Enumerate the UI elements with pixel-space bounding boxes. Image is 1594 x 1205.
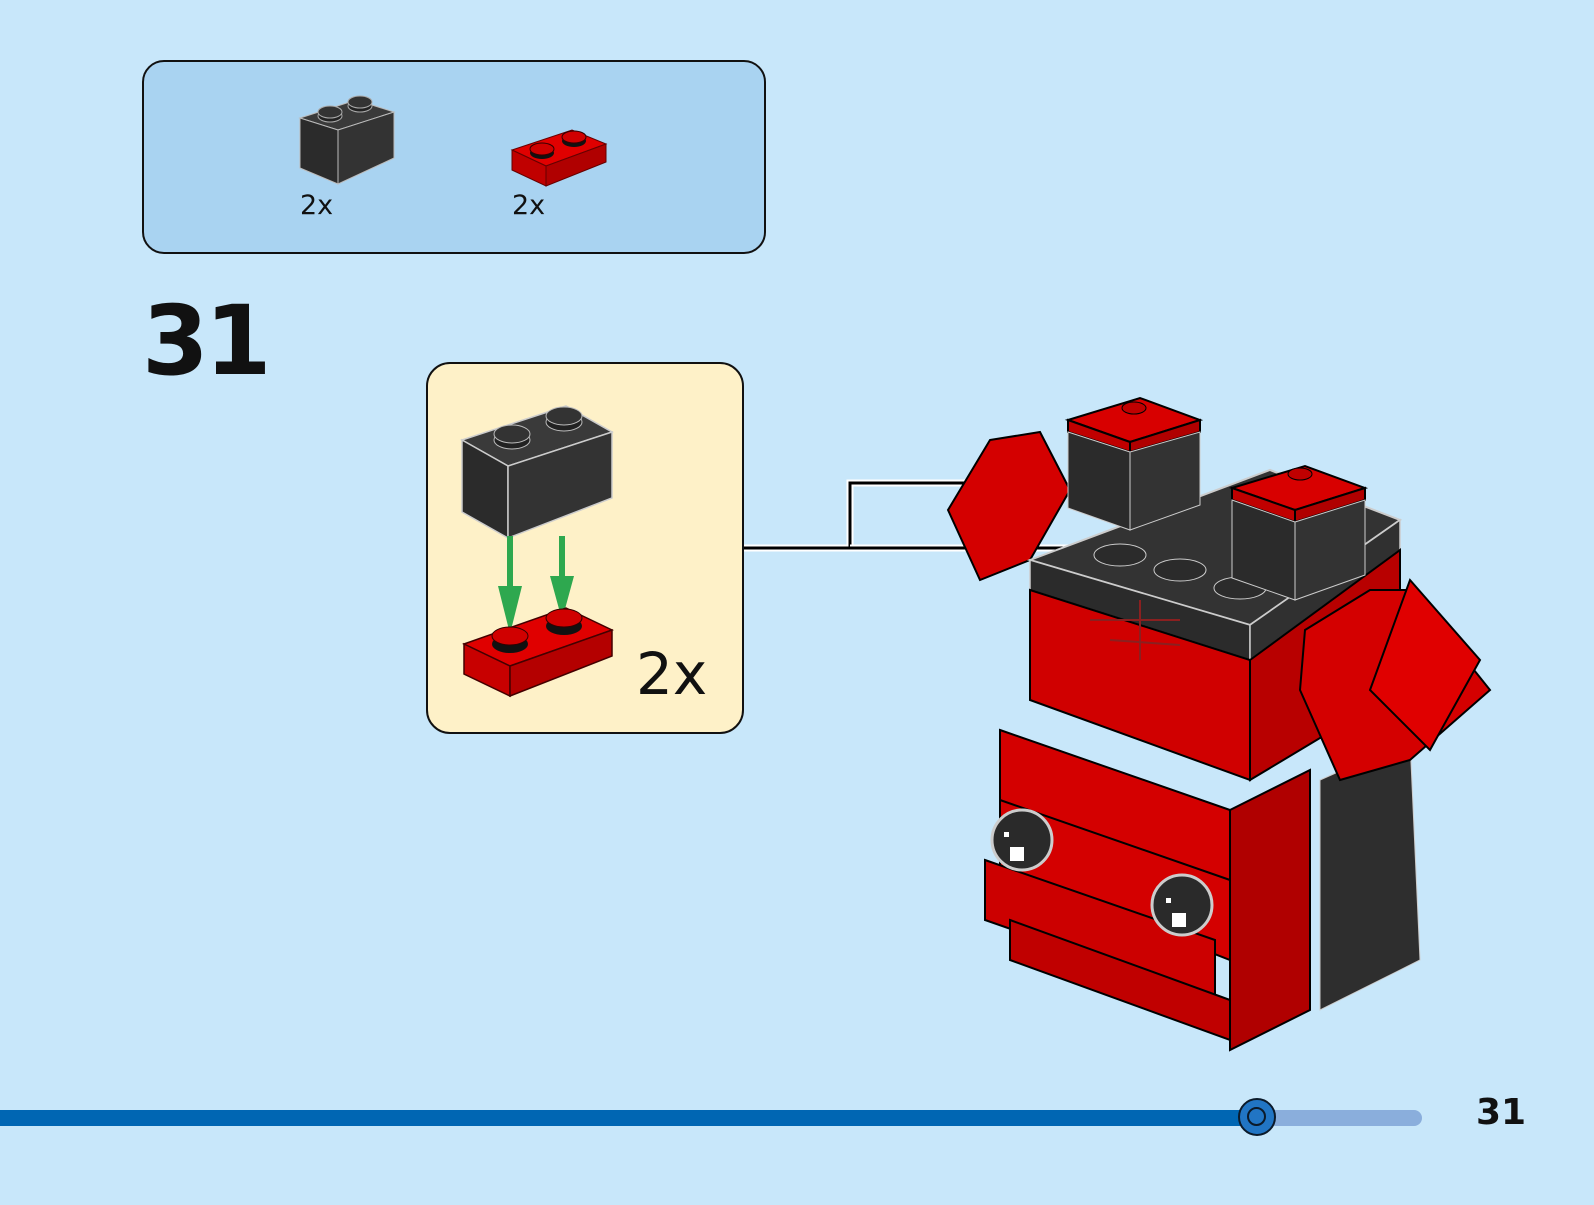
sub-assembly-count: 2x — [636, 640, 708, 708]
parts-list-box — [142, 60, 766, 254]
black-brick-part-icon — [298, 95, 396, 185]
black-brick-count: 2x — [300, 190, 334, 221]
left-eye-icon — [990, 808, 1054, 872]
right-eye-icon — [1150, 873, 1214, 937]
red-plate-part-icon — [510, 129, 608, 187]
progress-fill — [0, 1110, 1258, 1126]
model-illustration — [946, 396, 1492, 1052]
red-plate-count: 2x — [512, 190, 546, 221]
step-number: 31 — [142, 285, 272, 397]
green-down-arrow-icon — [498, 536, 574, 634]
page-number: 31 — [1476, 1092, 1527, 1133]
sub-assembly-black-brick-icon — [460, 405, 614, 540]
sub-assembly-red-plate-icon — [462, 607, 614, 698]
progress-knob[interactable] — [1238, 1098, 1277, 1136]
